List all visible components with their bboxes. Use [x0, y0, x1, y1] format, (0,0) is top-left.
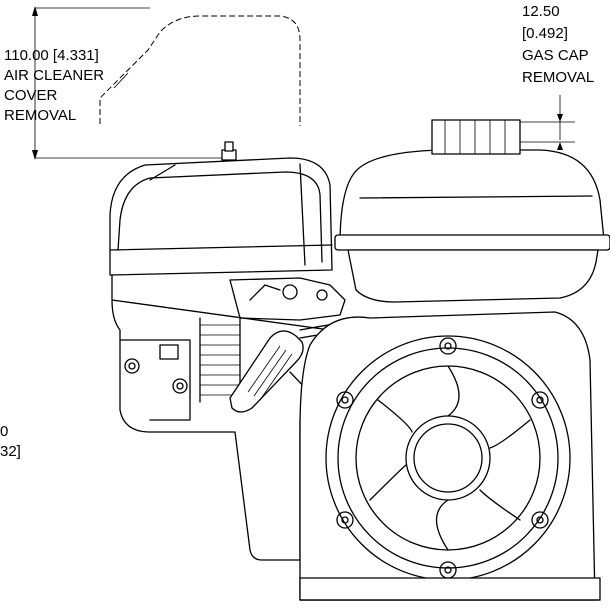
gas-cap-dimension-in: [0.492]: [522, 25, 568, 42]
air-cleaner-label-3: REMOVAL: [4, 107, 77, 124]
gas-cap-dimension: [520, 95, 575, 150]
air-cleaner: [109, 141, 333, 276]
left-partial-dimension-2: 32]: [0, 443, 21, 460]
fuel-tank: [334, 119, 610, 303]
gas-cap-label-1: GAS CAP: [522, 47, 589, 64]
recoil-starter: [299, 311, 601, 601]
air-cleaner-dimension: [32, 6, 301, 160]
left-partial-dimension-1: 0: [0, 423, 9, 440]
gas-cap-dimension-mm: 12.50: [522, 3, 560, 20]
air-cleaner-label-2: COVER: [4, 87, 58, 104]
engine-block: [111, 275, 331, 561]
gas-cap-label-2: REMOVAL: [522, 69, 595, 86]
air-cleaner-label-1: AIR CLEANER: [4, 67, 105, 84]
air-cleaner-dimension-value: 110.00 [4.331]: [4, 47, 99, 64]
